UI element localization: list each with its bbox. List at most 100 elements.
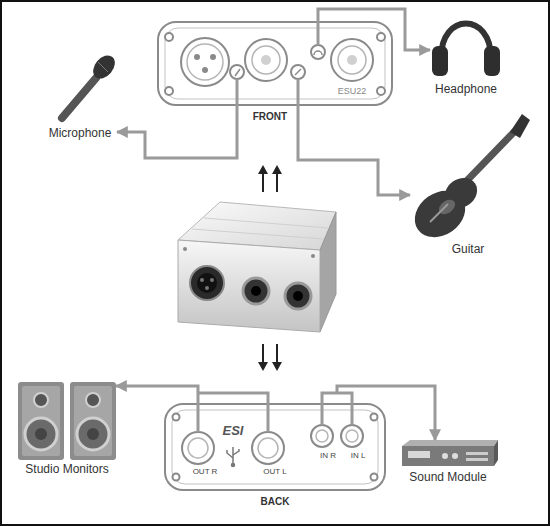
sound-module-icon <box>408 451 430 458</box>
front-panel-drawing <box>187 44 223 80</box>
device-photo <box>183 247 187 251</box>
usb-symbol <box>227 447 239 467</box>
model-name: ESU22 <box>338 86 367 97</box>
headphone-icon <box>432 24 500 77</box>
device-photo <box>190 266 224 300</box>
headphone-node: Headphone <box>430 18 502 98</box>
front-panel-drawing <box>165 87 173 95</box>
guitar-icon <box>510 114 530 138</box>
panel-heading: BACK <box>261 496 290 508</box>
direction-arrows <box>272 165 282 174</box>
front-wire-stubs <box>297 79 300 132</box>
device-photo <box>251 286 261 296</box>
microphone-node: Microphone <box>45 52 117 142</box>
studio-monitor-icons <box>18 382 116 460</box>
device-label: Sound Module <box>409 470 486 484</box>
device-photo <box>205 286 209 290</box>
headphone-icon <box>441 24 491 59</box>
front-panel-drawing <box>165 33 173 41</box>
front-panel: ESU22FRONT <box>155 18 395 132</box>
direction-arrows <box>276 344 278 364</box>
front-panel-drawing <box>158 22 392 105</box>
back-panel-drawing <box>311 425 333 447</box>
front-panel-drawing <box>331 39 373 81</box>
device-photo <box>178 240 320 332</box>
guitar-node: Guitar <box>410 112 532 258</box>
back-panel: ESIOUT ROUT LIN RIN LBACK <box>160 392 392 512</box>
direction-arrows <box>272 362 282 371</box>
device-photo <box>178 202 336 332</box>
microphone-icon <box>62 78 96 118</box>
device-label: Guitar <box>452 242 485 256</box>
back-panel-drawing <box>172 410 378 484</box>
sound-module-icon <box>402 440 498 466</box>
front-panel-drawing <box>165 28 385 99</box>
back-panel-drawing <box>188 438 208 458</box>
device-photo <box>320 212 336 332</box>
back-panel-drawing <box>346 430 358 442</box>
connector-wire <box>116 386 198 392</box>
direction-arrows <box>258 165 268 174</box>
direction-arrows <box>258 362 268 371</box>
usb-symbol <box>232 464 235 467</box>
sound-module-icon <box>442 453 448 459</box>
back-panel-drawing <box>371 414 378 421</box>
panel-heading: FRONT <box>253 111 287 123</box>
port-label: IN L <box>351 451 366 461</box>
studio-monitor-icons <box>70 382 116 460</box>
front-panel-drawing <box>377 87 385 95</box>
connector-wire <box>337 386 435 440</box>
connector-wire <box>318 9 430 50</box>
sound-module-icon <box>466 452 488 455</box>
device-photo <box>192 218 328 239</box>
studio-monitor-icons <box>77 418 109 450</box>
back-panel-drawing <box>252 432 284 464</box>
studio-monitor-icons <box>86 393 100 407</box>
back-wire-brackets <box>198 393 352 432</box>
connector-wire <box>298 132 410 195</box>
front-panel-drawing <box>338 46 366 74</box>
front-panel-drawing <box>210 54 216 60</box>
studio-monitor-icons <box>22 386 60 456</box>
front-panel-drawing <box>377 33 385 41</box>
sound-module-icon <box>452 453 458 459</box>
studio-monitor-icons <box>18 382 64 460</box>
studio-monitor-icons <box>35 428 47 440</box>
front-panel-drawing <box>291 65 305 79</box>
device-photo <box>293 291 303 301</box>
connector-wire <box>117 132 237 158</box>
studio-monitor-icons <box>25 418 57 450</box>
back-panel-drawing <box>371 474 378 481</box>
back-panel-drawing <box>258 438 278 458</box>
front-wire-stubs <box>236 79 239 132</box>
usb-symbol <box>233 449 239 455</box>
back-panel-drawing <box>341 425 363 447</box>
front-panel-drawing <box>311 45 325 59</box>
front-panel-drawing <box>194 54 200 60</box>
device-photo <box>210 278 214 282</box>
device-photo <box>285 283 311 309</box>
microphone-icon <box>62 51 119 118</box>
device-label: Headphone <box>435 82 497 96</box>
front-panel-drawing <box>295 69 301 75</box>
guitar-icon <box>406 114 530 247</box>
device-label: Studio Monitors <box>25 462 108 476</box>
device-photo <box>243 278 269 304</box>
studio-monitors-node: Studio Monitors <box>18 382 116 478</box>
front-panel-drawing <box>181 38 229 86</box>
headphone-icon <box>432 46 448 76</box>
microphone-icon <box>89 51 120 82</box>
sound-module-icon <box>466 458 488 461</box>
studio-monitor-icons <box>74 386 112 456</box>
sound-module-node: Sound Module <box>400 440 498 486</box>
front-wire-stubs <box>237 18 318 132</box>
direction-arrows <box>258 165 282 371</box>
direction-arrows <box>262 172 264 192</box>
front-panel-drawing <box>235 69 240 76</box>
sound-module-icon <box>402 446 494 466</box>
